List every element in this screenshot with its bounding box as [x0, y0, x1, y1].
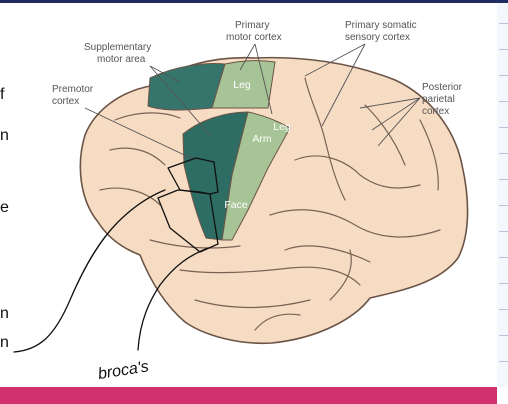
- margin-tick: [499, 257, 508, 258]
- handwritten-annotation: broca's: [97, 358, 150, 383]
- margin-tick: [499, 283, 508, 284]
- margin-tick: [499, 179, 508, 180]
- text-fragment: n: [0, 305, 9, 322]
- text-fragment: f: [0, 86, 5, 103]
- leader-line: [359, 97, 421, 109]
- hand-drawn-arrow: [13, 189, 166, 353]
- bottom-accent-bar: [0, 387, 497, 404]
- primary-somatic-label-line1: Primary somatic: [345, 20, 417, 31]
- leader-line: [149, 65, 211, 136]
- top-rule: [0, 0, 508, 3]
- posterior-label-line2: parietal: [422, 94, 455, 105]
- margin-tick: [499, 335, 508, 336]
- margin-tick: [499, 49, 508, 50]
- leader-line: [304, 43, 366, 77]
- brain-outline: [79, 56, 469, 345]
- text-fragment: e: [0, 199, 9, 216]
- primary-motor-label-line2: motor cortex: [226, 32, 282, 43]
- leader-line: [149, 65, 181, 83]
- primary-motor-top-region: [211, 60, 276, 109]
- arm-label: Arm: [252, 133, 272, 145]
- margin-tick: [499, 153, 508, 154]
- hand-drawn-box: [157, 189, 219, 253]
- brain-diagram: Leg Leg Arm Face Primary motor cortex Pr…: [13, 20, 469, 383]
- premotor-label-line2: cortex: [52, 96, 79, 107]
- page-margin: [497, 3, 508, 387]
- leader-line: [254, 43, 273, 115]
- margin-tick: [499, 127, 508, 128]
- leader-line: [321, 43, 366, 127]
- supplementary-label-line1: Supplementary: [84, 42, 151, 53]
- primary-motor-label-line1: Primary: [235, 20, 269, 31]
- face-label: Face: [224, 199, 248, 211]
- leader-line: [371, 97, 421, 131]
- margin-tick: [499, 75, 508, 76]
- posterior-label-line3: cortex: [422, 106, 449, 117]
- margin-tick: [499, 101, 508, 102]
- leg-side-label: Leg: [273, 121, 291, 133]
- text-fragment: n: [0, 334, 9, 351]
- leader-line: [377, 97, 421, 147]
- margin-tick: [499, 205, 508, 206]
- leg-top-label: Leg: [233, 79, 251, 91]
- margin-tick: [499, 361, 508, 362]
- supplementary-label-line2: motor area: [97, 54, 146, 65]
- posterior-label-line1: Posterior: [422, 82, 463, 93]
- margin-tick: [499, 231, 508, 232]
- text-fragment: n: [0, 127, 9, 144]
- margin-tick: [499, 23, 508, 24]
- margin-tick: [499, 309, 508, 310]
- primary-somatic-label-line2: sensory cortex: [345, 32, 410, 43]
- leader-line: [239, 43, 256, 71]
- premotor-label-line1: Premotor: [52, 84, 94, 95]
- primary-motor-lateral-region: [221, 111, 291, 241]
- leader-line: [84, 107, 196, 161]
- hand-drawn-arrow: [137, 247, 209, 351]
